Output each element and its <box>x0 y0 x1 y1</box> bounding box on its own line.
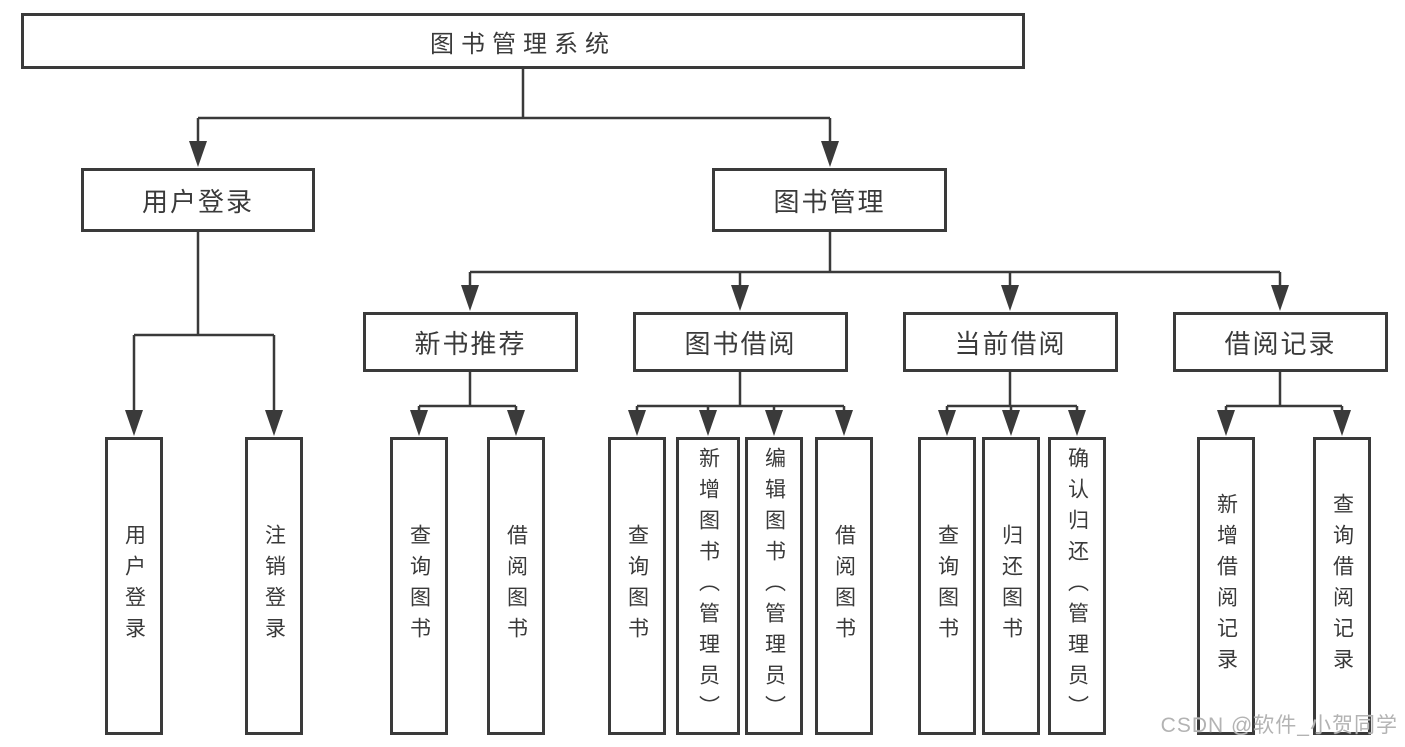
node-label: 图书借阅 <box>684 328 797 359</box>
leaf-user-login: 用户登录 <box>105 437 163 735</box>
node-book-management: 图书管理 <box>712 168 947 232</box>
leaf-borrow-books-borrowing: 借阅图书 <box>815 437 873 735</box>
leaf-edit-books-admin: 编辑图书（管理员） <box>745 437 803 735</box>
leaf-label: 查询借阅记录 <box>1330 493 1354 679</box>
leaf-label: 确认归还（管理员） <box>1065 446 1089 726</box>
leaf-label: 编辑图书（管理员） <box>762 446 786 726</box>
leaf-query-books-borrowing: 查询图书 <box>608 437 666 735</box>
leaf-query-borrow-record: 查询借阅记录 <box>1313 437 1371 735</box>
leaf-label: 查询图书 <box>935 524 959 648</box>
node-label: 当前借阅 <box>954 328 1067 359</box>
leaf-add-books-admin: 新增图书（管理员） <box>676 437 740 735</box>
node-book-borrowing: 图书借阅 <box>633 312 848 372</box>
leaf-label: 新增借阅记录 <box>1214 493 1238 679</box>
leaf-query-books-newbook: 查询图书 <box>390 437 448 735</box>
node-library-system: 图书管理系统 <box>21 13 1025 69</box>
leaf-label: 查询图书 <box>407 524 431 648</box>
leaf-label: 查询图书 <box>625 524 649 648</box>
leaf-label: 归还图书 <box>999 524 1023 648</box>
node-label: 新书推荐 <box>414 328 527 359</box>
node-user-login: 用户登录 <box>81 168 315 232</box>
node-new-book-recommend: 新书推荐 <box>363 312 578 372</box>
csdn-watermark: CSDN @软件_小贺同学 <box>1160 714 1398 737</box>
leaf-label: 用户登录 <box>122 524 146 648</box>
leaf-label: 注销登录 <box>262 524 286 648</box>
node-label: 借阅记录 <box>1224 328 1337 359</box>
leaf-add-borrow-record: 新增借阅记录 <box>1197 437 1255 735</box>
leaf-return-books: 归还图书 <box>982 437 1040 735</box>
node-borrowing-records: 借阅记录 <box>1173 312 1388 372</box>
node-current-borrowing: 当前借阅 <box>903 312 1118 372</box>
leaf-query-books-current: 查询图书 <box>918 437 976 735</box>
node-label: 图书管理 <box>773 186 886 217</box>
leaf-label: 新增图书（管理员） <box>696 446 720 726</box>
leaf-borrow-books-newbook: 借阅图书 <box>487 437 545 735</box>
leaf-label: 借阅图书 <box>832 524 856 648</box>
leaf-confirm-return-admin: 确认归还（管理员） <box>1048 437 1106 735</box>
leaf-logout: 注销登录 <box>245 437 303 735</box>
node-label: 用户登录 <box>141 186 254 217</box>
leaf-label: 借阅图书 <box>504 524 528 648</box>
node-label: 图书管理系统 <box>430 30 616 58</box>
